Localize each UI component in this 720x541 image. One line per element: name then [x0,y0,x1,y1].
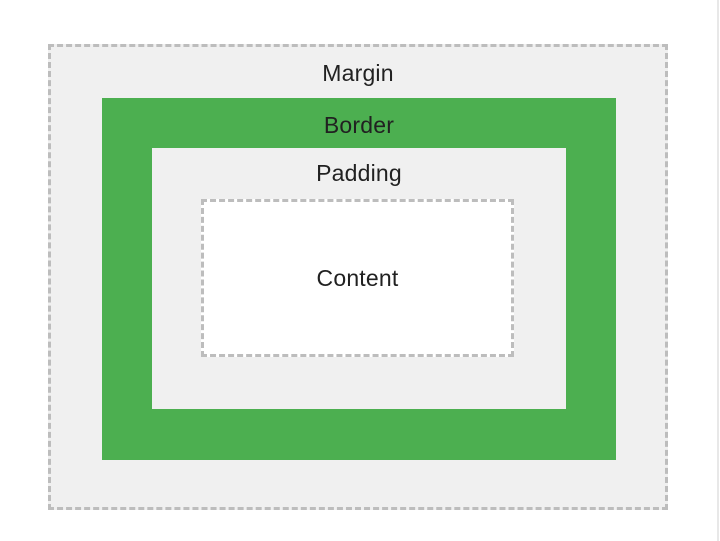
border-label: Border [323,112,395,138]
content-label: Content [316,265,399,291]
content-box: Content [201,199,514,357]
page-edge-divider [717,0,719,541]
margin-label: Margin [322,60,394,86]
padding-label: Padding [316,160,402,186]
